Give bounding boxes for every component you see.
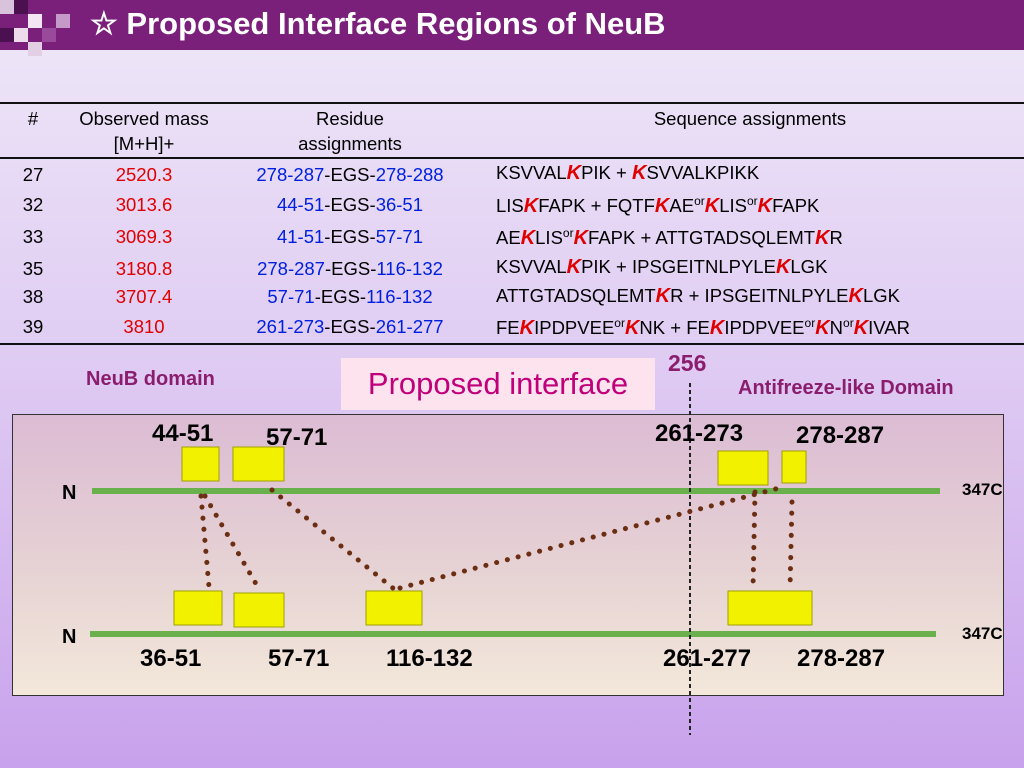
row-num: 32 — [22, 194, 44, 215]
crosslink-278-287-to-278-287 — [787, 499, 795, 593]
residue-a: 44-51 — [276, 194, 325, 215]
residue-linker: -EGS- — [324, 226, 376, 247]
residue-linker: -EGS- — [324, 258, 377, 279]
row-mass: 3707.4 — [115, 286, 173, 307]
segment-top-278-287 — [781, 450, 807, 484]
crosslink-diagram-panel — [12, 414, 1004, 696]
residue-a: 41-51 — [276, 226, 325, 247]
row-num: 38 — [22, 286, 44, 307]
row-sequence: ATTGTADSQLEMTKR + IPSGEITNLPYLEKLGK — [496, 285, 900, 307]
segment-top-57-71 — [232, 446, 285, 482]
top-n-terminus: N — [62, 482, 77, 504]
row-mass: 2520.3 — [115, 164, 173, 185]
segment-bottom-261-287 — [727, 590, 813, 626]
residue-linker: -EGS- — [324, 194, 376, 215]
row-residue: 57-71-EGS-116-132 — [220, 286, 480, 308]
range-top-261-273: 261-273 — [655, 420, 744, 447]
row-sequence: AEKLISorKFAPK + ATTGTADSQLEMTKR — [496, 226, 843, 250]
header-mass-line1: Observed mass — [79, 108, 209, 129]
range-bottom-116-132: 116-132 — [386, 645, 473, 672]
residue-a: 57-71 — [267, 286, 315, 307]
segment-bottom-57-71 — [233, 592, 285, 628]
neub-domain-label: NeuB domain — [86, 368, 215, 390]
header-sequence: Sequence assignments — [653, 108, 847, 129]
logo-squares-icon — [0, 0, 70, 56]
table-bottom-rule — [0, 343, 1024, 345]
residue-b: 278-288 — [375, 164, 444, 185]
bottom-c-terminus: 347C — [962, 624, 1003, 643]
residue-a: 278-287 — [257, 258, 325, 279]
residue-b: 261-277 — [375, 316, 444, 337]
residue-b: 116-132 — [366, 286, 433, 307]
bottom-n-terminus: N — [62, 626, 77, 648]
row-num: 27 — [22, 164, 44, 185]
row-residue: 278-287-EGS-278-288 — [220, 164, 480, 186]
header-residue-line2: assignments — [298, 133, 402, 154]
row-residue: 261-273-EGS-261-277 — [220, 316, 480, 338]
segment-bottom-36-51 — [173, 590, 223, 626]
crosslink-44-51-to-36-51 — [198, 493, 212, 590]
row-residue: 41-51-EGS-57-71 — [220, 226, 480, 248]
range-bottom-57-71: 57-71 — [268, 645, 330, 672]
header-residue-line1: Residue — [316, 108, 384, 129]
row-sequence: KSVVALKPIK + KSVVALKPIKK — [496, 162, 760, 184]
segment-top-261-273 — [717, 450, 769, 486]
crosslink-57-71-to-116-132 — [269, 487, 397, 592]
antifreeze-domain-label: Antifreeze-like Domain — [738, 377, 954, 399]
residue-linker: -EGS- — [314, 286, 367, 307]
residue-a: 261-273 — [256, 316, 325, 337]
crosslink-116-132-to-278-287 — [397, 484, 786, 591]
range-bottom-261-277: 261-277 — [663, 645, 752, 672]
row-mass: 3013.6 — [115, 194, 173, 215]
row-num: 33 — [22, 226, 44, 247]
row-mass: 3069.3 — [115, 226, 173, 247]
proposed-interface-label: Proposed interface — [341, 358, 655, 410]
residue-b: 116-132 — [376, 258, 443, 279]
range-top-44-51: 44-51 — [152, 420, 214, 447]
header-residue: Residue assignments — [250, 106, 450, 156]
table-top-rule — [0, 102, 1024, 104]
row-mass: 3180.8 — [115, 258, 173, 279]
table-header-rule — [0, 157, 1024, 159]
residue-linker: -EGS- — [324, 316, 376, 337]
range-top-278-287: 278-287 — [796, 422, 885, 449]
crosslink-261-273-to-261-277 — [750, 489, 758, 591]
crosslink-44-51-to-57-71 — [202, 493, 262, 592]
row-num: 39 — [22, 316, 44, 337]
title-bar — [0, 0, 1024, 50]
residue-b: 36-51 — [375, 194, 424, 215]
top-c-terminus: 347C — [962, 480, 1003, 499]
row-num: 35 — [22, 258, 44, 279]
page-title: ☆ Proposed Interface Regions of NeuB — [90, 6, 666, 41]
header-mass: Observed mass [M+H]+ — [60, 106, 228, 156]
row-sequence: FEKIPDPVEEorKNK + FEKIPDPVEEorKNorKIVAR — [496, 316, 910, 340]
range-bottom-36-51: 36-51 — [140, 645, 202, 672]
segment-top-44-51 — [181, 446, 220, 482]
residue-256-label: 256 — [668, 350, 707, 376]
row-mass: 3810 — [123, 316, 165, 337]
header-mass-line2: [M+H]+ — [113, 133, 175, 154]
header-num: # — [27, 108, 39, 129]
range-bottom-278-287: 278-287 — [797, 645, 886, 672]
row-residue: 44-51-EGS-36-51 — [220, 194, 480, 216]
row-sequence: KSVVALKPIK + IPSGEITNLPYLEKLGK — [496, 256, 828, 278]
range-top-57-71: 57-71 — [266, 424, 328, 451]
row-sequence: LISKFAPK + FQTFKAEorKLISorKFAPK — [496, 194, 820, 218]
residue-linker: -EGS- — [324, 164, 376, 185]
residue-a: 278-287 — [256, 164, 325, 185]
residue-b: 57-71 — [375, 226, 424, 247]
row-residue: 278-287-EGS-116-132 — [220, 258, 480, 280]
segment-bottom-116-132 — [365, 590, 423, 626]
